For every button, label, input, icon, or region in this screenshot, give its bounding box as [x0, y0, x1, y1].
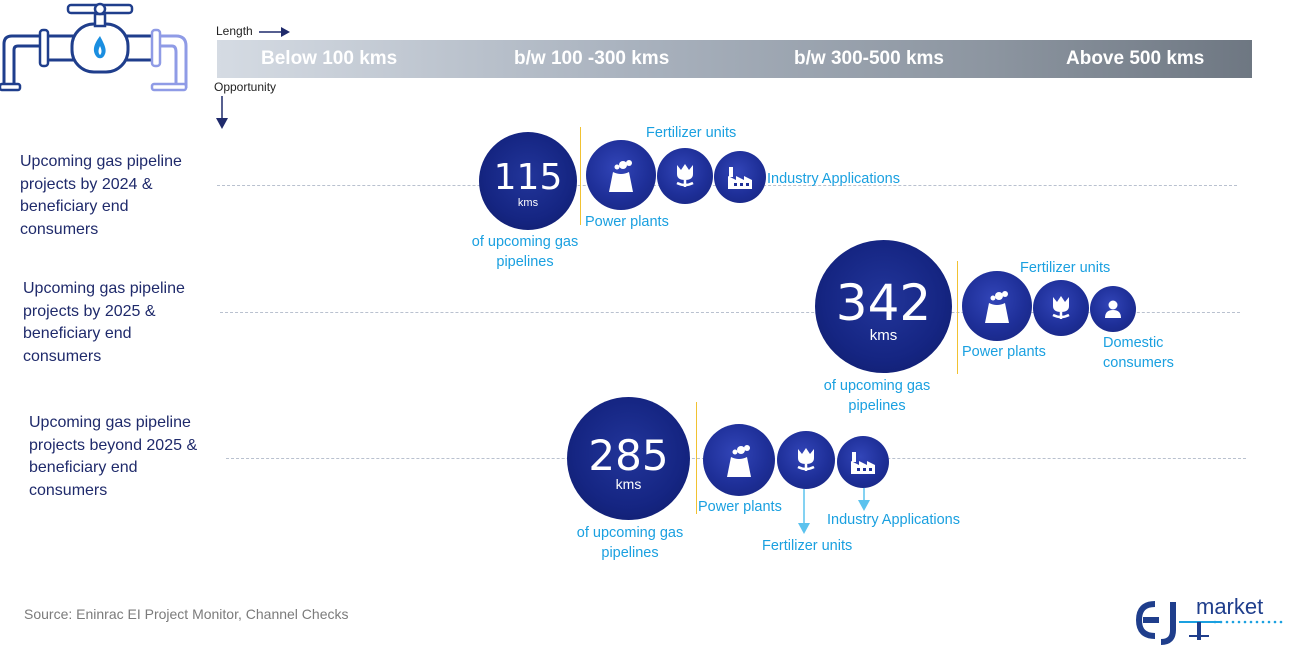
- flower-icon: [1052, 296, 1070, 319]
- factory-icon: [728, 167, 752, 189]
- row-2025-unit: kms: [869, 327, 898, 344]
- logo-text: market: [1196, 594, 1264, 619]
- row-beyond-2025-consumer-industry: Industry Applications: [827, 512, 960, 528]
- row-beyond-2025-power-plant-badge: [703, 424, 775, 496]
- opportunity-axis-caption: Opportunity: [214, 80, 277, 94]
- row-beyond-2025-caption: of upcoming gas pipelines: [576, 525, 684, 561]
- row-2024-power-plant-badge: [586, 140, 656, 210]
- row-2024-value: 115: [493, 157, 563, 198]
- length-band-1: Below 100 kms: [261, 48, 398, 69]
- power-plant-icon: [609, 160, 633, 192]
- logo-mark: [1135, 601, 1283, 645]
- row-2025-consumer-domestic: Domestic consumers: [1103, 335, 1174, 371]
- flower-icon: [676, 164, 694, 187]
- power-plant-icon: [727, 445, 751, 477]
- row-beyond-2025-consumer-fertilizer: Fertilizer units: [762, 538, 853, 554]
- industry-pointer-arrow-icon: [858, 488, 870, 511]
- row-2025-guide-line: [220, 312, 1240, 313]
- row-beyond-2025-length-circle: 285 kms: [567, 397, 690, 520]
- row-2025-label: Upcoming gas pipeline projects by 2025 &…: [23, 280, 185, 365]
- down-arrow-icon: [216, 96, 228, 129]
- row-2024-divider: [580, 127, 581, 225]
- row-beyond-2025-unit: kms: [615, 476, 642, 492]
- row-beyond-2025-fertilizer-badge: [777, 431, 835, 489]
- row-beyond-2025-divider: [696, 402, 697, 514]
- row-2024-industry-badge: [714, 151, 766, 203]
- row-beyond-2025-industry-badge: [837, 436, 889, 488]
- row-2025-power-plant-badge: [962, 271, 1032, 341]
- length-band-4: Above 500 kms: [1066, 48, 1205, 69]
- row-2024-fertilizer-badge: [657, 148, 713, 204]
- factory-icon: [851, 452, 875, 474]
- length-band-2: b/w 100 -300 kms: [514, 48, 670, 69]
- row-2024-caption: of upcoming gas pipelines: [471, 234, 579, 270]
- row-2025-fertilizer-badge: [1033, 280, 1089, 336]
- row-2024-consumer-industry: Industry Applications: [767, 171, 900, 187]
- row-2025-domestic-badge: [1090, 286, 1136, 332]
- length-axis-caption: Length: [216, 24, 253, 38]
- length-band-bar: Below 100 kms b/w 100 -300 kms b/w 300-5…: [217, 40, 1252, 78]
- power-plant-icon: [985, 291, 1009, 323]
- row-2024-unit: kms: [517, 197, 539, 209]
- row-2025-length-circle: 342 kms: [815, 240, 952, 373]
- gas-pipe-valve-icon: [0, 2, 188, 92]
- row-2025-value: 342: [835, 274, 932, 332]
- flower-icon: [797, 448, 815, 471]
- row-2024-consumer-fertilizer: Fertilizer units: [646, 125, 737, 141]
- row-beyond-2025-value: 285: [588, 431, 669, 480]
- row-2025-consumer-fertilizer: Fertilizer units: [1020, 260, 1111, 276]
- row-2024-length-circle: 115 kms: [479, 132, 577, 230]
- row-beyond-2025-consumer-power: Power plants: [698, 499, 782, 515]
- brand-logo: market: [1133, 594, 1285, 646]
- row-2025-caption: of upcoming gas pipelines: [823, 378, 931, 414]
- row-2024-consumer-power: Power plants: [585, 214, 669, 230]
- row-beyond-2025-label: Upcoming gas pipeline projects beyond 20…: [29, 414, 198, 499]
- row-2025-consumer-power: Power plants: [962, 344, 1046, 360]
- length-band-3: b/w 300-500 kms: [794, 48, 944, 69]
- person-icon: [1105, 300, 1121, 318]
- source-note: Source: Eninrac EI Project Monitor, Chan…: [24, 606, 349, 622]
- right-arrow-icon: [259, 27, 290, 37]
- row-2025-divider: [957, 261, 958, 374]
- fertilizer-pointer-arrow-icon: [798, 489, 810, 534]
- row-2024-label: Upcoming gas pipeline projects by 2024 &…: [20, 153, 182, 238]
